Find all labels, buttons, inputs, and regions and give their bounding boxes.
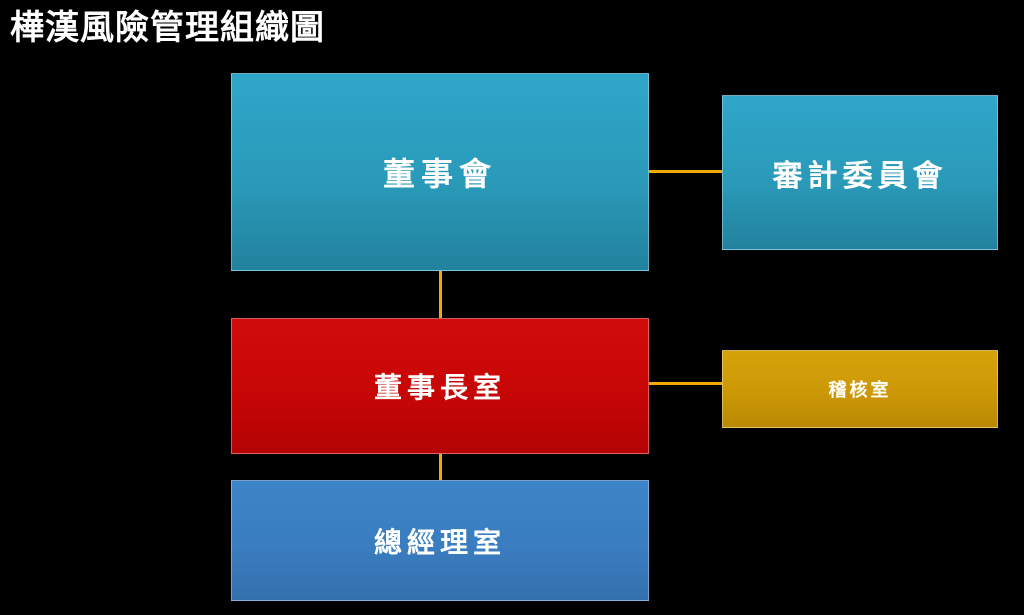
node-chairman-office: 董事長室	[231, 318, 649, 454]
node-audit-committee: 審計委員會	[722, 95, 998, 250]
node-internal-audit-label: 稽核室	[828, 380, 892, 401]
node-gm-office: 總經理室	[231, 480, 649, 601]
connector-board-chairman-office	[439, 271, 442, 318]
node-gm-office-label: 總經理室	[373, 525, 506, 559]
connector-chairman-office-gm-office	[439, 454, 442, 480]
page-title: 樺漢風險管理組織圖	[10, 8, 325, 48]
node-audit-committee-label: 審計委員會	[772, 158, 948, 194]
node-internal-audit: 稽核室	[722, 350, 998, 428]
node-chairman-office-label: 董事長室	[373, 371, 506, 404]
node-board: 董事會	[231, 73, 649, 271]
node-board-label: 董事會	[382, 155, 497, 193]
connector-board-audit-committee	[649, 170, 722, 173]
connector-chairman-office-internal-audit	[649, 382, 722, 385]
